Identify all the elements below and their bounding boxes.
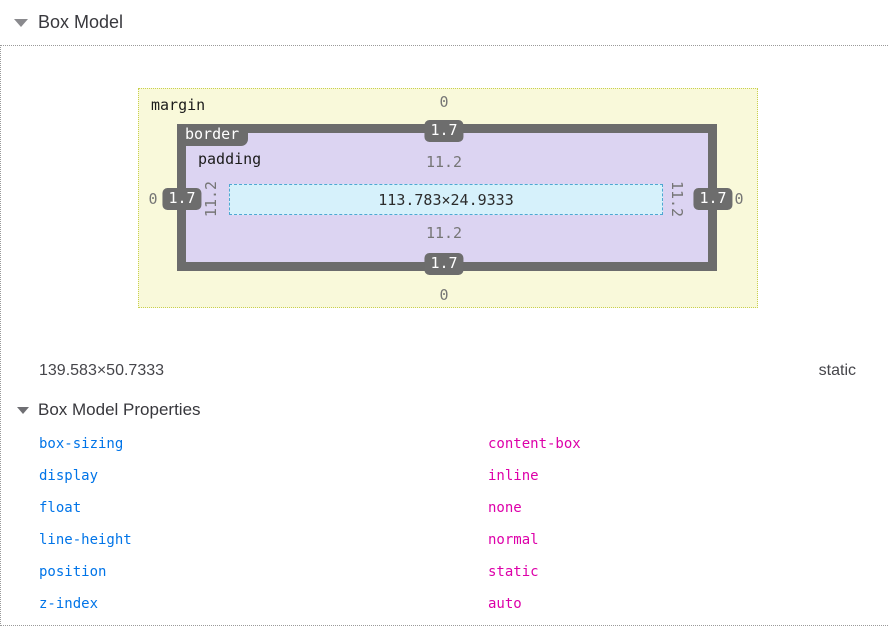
property-value: auto xyxy=(488,596,522,612)
property-name: display xyxy=(39,468,99,484)
properties-list: box-sizing content-box display inline fl… xyxy=(1,428,888,620)
margin-left-value[interactable]: 0 xyxy=(148,190,158,208)
padding-top-value[interactable]: 11.2 xyxy=(425,153,463,171)
padding-bottom-value[interactable]: 11.2 xyxy=(425,224,463,242)
property-row-display[interactable]: display inline xyxy=(1,460,888,492)
element-size: 139.583×50.7333 xyxy=(39,362,165,379)
property-name: line-height xyxy=(39,532,132,548)
box-model-accordion-header[interactable]: Box Model xyxy=(0,0,888,45)
border-right-value[interactable]: 1.7 xyxy=(693,188,733,210)
border-top-value[interactable]: 1.7 xyxy=(424,120,464,142)
property-name: float xyxy=(39,500,82,516)
property-name: box-sizing xyxy=(39,436,124,452)
border-left-value[interactable]: 1.7 xyxy=(162,188,202,210)
property-row-float[interactable]: float none xyxy=(1,492,888,524)
element-position: static xyxy=(818,362,856,379)
collapse-triangle-icon[interactable] xyxy=(14,18,28,27)
property-row-box-sizing[interactable]: box-sizing content-box xyxy=(1,428,888,460)
content-layer[interactable]: 113.783×24.9333 xyxy=(229,184,663,215)
margin-top-value[interactable]: 0 xyxy=(439,93,449,111)
properties-collapse-triangle-icon[interactable] xyxy=(17,406,29,414)
margin-right-value[interactable]: 0 xyxy=(734,190,744,208)
padding-right-value[interactable]: 11.2 xyxy=(668,180,686,218)
property-value: content-box xyxy=(488,436,581,452)
content-dimensions: 113.783×24.9333 xyxy=(378,190,514,209)
property-value: inline xyxy=(488,468,539,484)
margin-bottom-value[interactable]: 0 xyxy=(439,286,449,304)
properties-title: Box Model Properties xyxy=(38,400,201,419)
padding-label: padding xyxy=(198,150,262,168)
padding-left-value[interactable]: 11.2 xyxy=(202,180,220,218)
box-model-diagram: 113.783×24.9333 margin border padding 0 … xyxy=(138,88,758,308)
property-row-position[interactable]: position static xyxy=(1,556,888,588)
border-label: border xyxy=(177,124,249,146)
property-row-line-height[interactable]: line-height normal xyxy=(1,524,888,556)
box-model-panel: 113.783×24.9333 margin border padding 0 … xyxy=(0,45,888,626)
property-value: normal xyxy=(488,532,539,548)
property-name: z-index xyxy=(39,596,99,612)
property-value: static xyxy=(488,564,539,580)
property-name: position xyxy=(39,564,107,580)
panel-title: Box Model xyxy=(38,12,124,32)
border-bottom-value[interactable]: 1.7 xyxy=(424,253,464,275)
property-value: none xyxy=(488,500,522,516)
property-row-z-index[interactable]: z-index auto xyxy=(1,588,888,620)
element-summary-row: 139.583×50.7333 static xyxy=(39,362,856,380)
margin-label: margin xyxy=(151,96,206,114)
box-model-properties-header[interactable]: Box Model Properties xyxy=(17,400,888,420)
